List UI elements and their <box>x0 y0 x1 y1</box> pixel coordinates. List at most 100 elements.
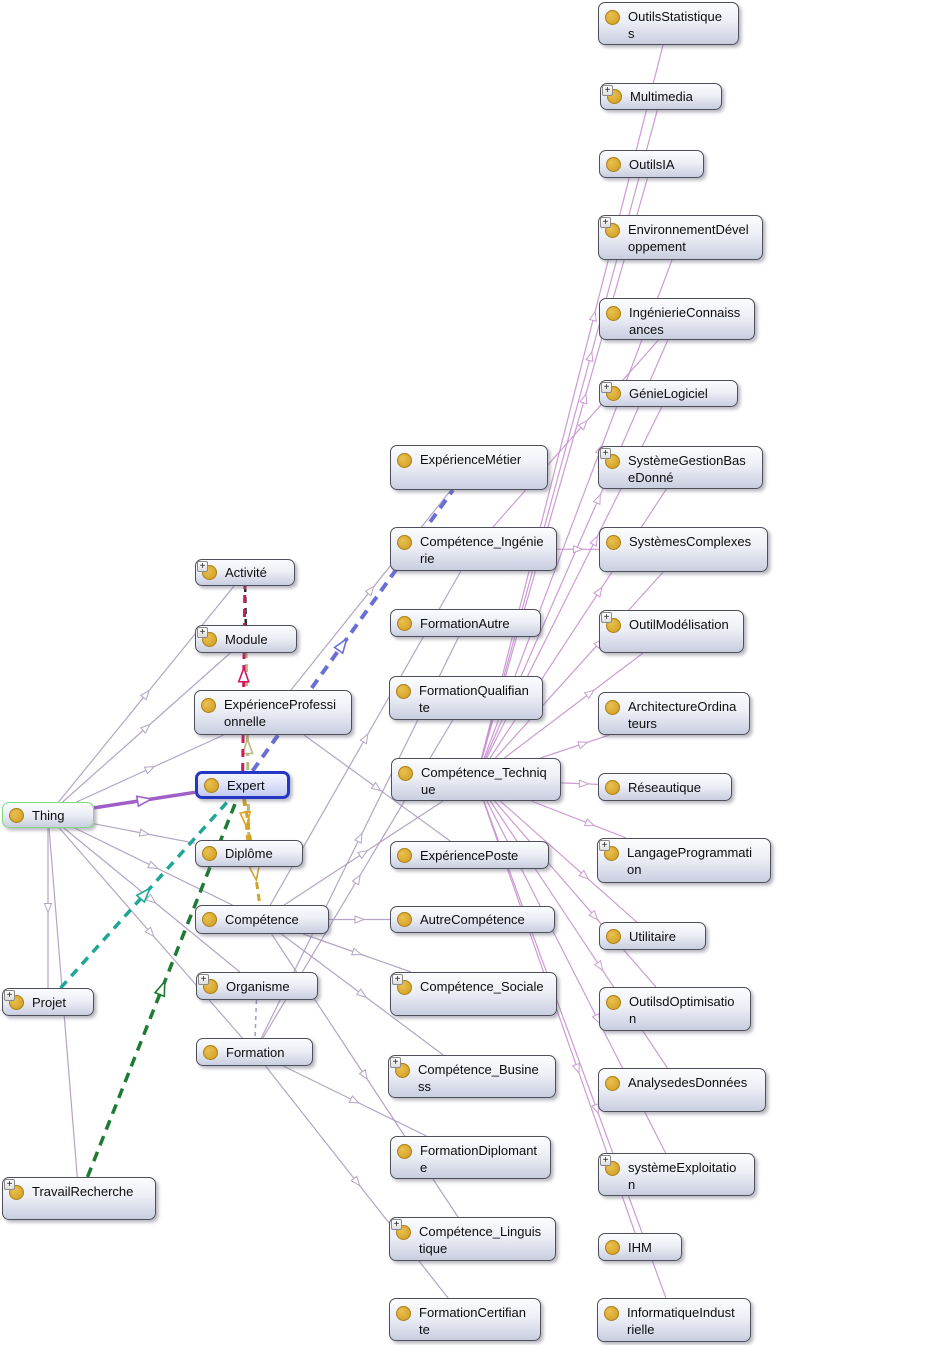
class-node-projet[interactable]: + Projet <box>2 988 94 1016</box>
class-icon <box>202 846 217 861</box>
class-icon <box>606 535 621 550</box>
class-icon <box>397 453 412 468</box>
class-icon <box>397 1144 412 1159</box>
class-label: LangageProgrammation <box>627 845 753 877</box>
class-label: Compétence_Ingénierie <box>420 534 544 566</box>
class-node-outilsia[interactable]: OutilsIA <box>599 150 704 178</box>
class-node-expmetier[interactable]: ExpérienceMétier <box>390 445 548 490</box>
expand-icon[interactable]: + <box>601 382 612 393</box>
class-node-ingconn[interactable]: IngénierieConnaissances <box>599 298 755 340</box>
class-node-syscomp[interactable]: SystèmesComplexes <box>599 527 768 572</box>
class-node-expert[interactable]: Expert <box>195 771 290 799</box>
expand-icon[interactable]: + <box>197 561 208 572</box>
expand-icon[interactable]: + <box>4 990 15 1001</box>
class-label: OutilsStatistiques <box>628 9 722 41</box>
class-node-infoind[interactable]: InformatiqueIndustrielle <box>597 1298 751 1342</box>
class-node-archord[interactable]: ArchitectureOrdinateurs <box>598 692 750 735</box>
class-node-outilmod[interactable]: +OutilModélisation <box>599 610 744 653</box>
expand-icon[interactable]: + <box>4 1179 15 1190</box>
edge-competence-comptech <box>283 800 444 906</box>
expand-icon[interactable]: + <box>392 974 403 985</box>
expand-icon[interactable]: + <box>391 1219 402 1230</box>
expand-icon[interactable]: + <box>600 1155 611 1166</box>
class-node-formation[interactable]: Formation <box>196 1038 313 1066</box>
class-icon <box>397 847 412 863</box>
class-icon <box>604 1306 619 1321</box>
class-label: Activité <box>225 565 267 580</box>
class-label: Compétence_Business <box>418 1062 539 1094</box>
edge-competence-compsoc <box>302 933 412 973</box>
class-node-compling[interactable]: +Compétence_Linguistique <box>389 1217 556 1261</box>
edge-expprof-expmetier <box>290 489 452 691</box>
class-label: Compétence <box>225 912 299 927</box>
class-icon <box>9 807 24 823</box>
class-node-outilsopt[interactable]: OutilsdOptimisation <box>599 987 751 1031</box>
class-node-reseau[interactable]: Réseautique <box>598 773 732 801</box>
class-node-expposte[interactable]: ExpériencePoste <box>390 841 549 869</box>
class-label: Expert <box>227 777 265 793</box>
class-label: Compétence_Sociale <box>420 979 544 994</box>
class-node-genielog[interactable]: +GénieLogiciel <box>599 380 738 407</box>
edge-competence-compbus <box>281 933 444 1056</box>
class-label: FormationCertifiante <box>419 1305 526 1337</box>
class-node-multimedia[interactable]: +Multimedia <box>600 83 722 110</box>
class-icon <box>605 779 620 795</box>
expand-icon[interactable]: + <box>600 448 611 459</box>
expand-icon[interactable]: + <box>599 840 610 851</box>
edge-compinge-ingconn <box>492 339 659 528</box>
class-label: AnalysedesDonnées <box>628 1075 748 1090</box>
class-icon <box>606 156 621 172</box>
class-label: Organisme <box>226 978 290 994</box>
class-node-competence[interactable]: Compétence <box>195 905 329 934</box>
class-node-formautre[interactable]: FormationAutre <box>390 609 541 637</box>
class-icon <box>396 1306 411 1321</box>
class-node-autrecomp[interactable]: AutreCompétence <box>390 906 555 933</box>
class-node-sgbd[interactable]: +SystèmeGestionBaseDonné <box>598 446 763 489</box>
class-node-module[interactable]: +Module <box>195 625 297 653</box>
class-node-langprog[interactable]: + LangageProgrammation <box>597 838 771 883</box>
class-node-formcert[interactable]: FormationCertifiante <box>389 1298 541 1341</box>
class-icon <box>396 684 411 699</box>
class-icon <box>606 928 621 944</box>
class-node-compinge[interactable]: Compétence_Ingénierie <box>390 527 557 571</box>
expand-icon[interactable]: + <box>600 217 611 228</box>
class-icon <box>397 535 412 550</box>
expand-icon[interactable]: + <box>602 85 613 96</box>
class-label: Projet <box>32 994 66 1010</box>
class-icon <box>606 306 621 321</box>
class-label: InformatiqueIndustrielle <box>627 1305 735 1337</box>
class-icon <box>605 10 620 25</box>
edge-formation-formcert <box>265 1065 449 1299</box>
class-node-ihm[interactable]: IHM <box>598 1233 682 1261</box>
class-node-formqual[interactable]: FormationQualifiante <box>389 676 543 720</box>
class-node-envdev[interactable]: +EnvironnementDéveloppement <box>598 215 763 260</box>
class-label: ExpériencePoste <box>420 847 519 863</box>
class-label: AutreCompétence <box>420 912 525 927</box>
expand-icon[interactable]: + <box>198 974 209 985</box>
class-node-compsoc[interactable]: + Compétence_Sociale <box>390 972 557 1016</box>
expand-icon[interactable]: + <box>390 1057 401 1068</box>
edge-thing-formation <box>58 827 243 1039</box>
edge-diplome-module <box>246 652 249 841</box>
class-node-analyses[interactable]: AnalysedesDonnées <box>598 1068 766 1112</box>
class-node-expprof[interactable]: ExpérienceProfessionnelle <box>194 690 352 735</box>
class-node-travail[interactable]: +TravailRecherche <box>2 1177 156 1220</box>
edge-thing-activite <box>58 585 235 803</box>
expand-icon[interactable]: + <box>197 627 208 638</box>
class-node-outilsstat[interactable]: OutilsStatistiques <box>598 2 739 45</box>
class-node-activite[interactable]: + Activité <box>195 559 295 586</box>
edge-comptech-reseau <box>560 779 599 788</box>
class-node-utilitaire[interactable]: Utilitaire <box>599 922 706 950</box>
class-node-comptech[interactable]: Compétence_Technique <box>391 758 561 801</box>
class-node-formdipl[interactable]: FormationDiplomante <box>390 1136 551 1179</box>
class-node-organisme[interactable]: + Organisme <box>196 972 318 1000</box>
class-icon <box>397 912 412 927</box>
expand-icon[interactable]: + <box>601 612 612 623</box>
class-node-sysexpl[interactable]: +systèmeExploitation <box>598 1153 755 1196</box>
edge-thing-diplome <box>93 823 196 844</box>
class-node-diplome[interactable]: Diplôme <box>195 840 303 867</box>
class-node-compbus[interactable]: + Compétence_Business <box>388 1055 556 1098</box>
class-label: IngénierieConnaissances <box>629 305 741 337</box>
class-node-thing[interactable]: Thing <box>2 802 94 828</box>
